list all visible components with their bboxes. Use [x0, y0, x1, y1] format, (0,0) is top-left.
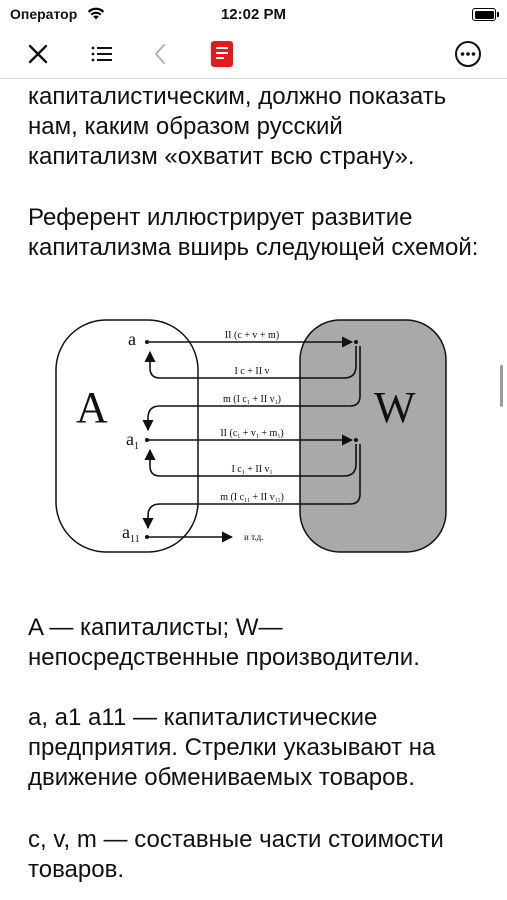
clock: 12:02 PM [220, 6, 287, 23]
text-line: товаров. [28, 856, 125, 883]
text-line: капитализма вширь следующей схемой: [28, 234, 479, 261]
node-a: a [128, 329, 136, 349]
node-a11: a11 [122, 522, 140, 545]
paragraph-4: a, a1 a11 — капиталистические предприяти… [28, 703, 488, 793]
text-line: капитализм «охватит всю страну». [28, 143, 415, 170]
close-icon [28, 44, 48, 64]
text-line: A — капиталисты; W— [28, 614, 283, 641]
paragraph-2: Референт иллюстрирует развитие капитализ… [28, 203, 498, 263]
paragraph-3: A — капиталисты; W— непосредственные про… [28, 613, 488, 673]
text-line: a, a1 a11 — капиталистические [28, 704, 378, 731]
arrow-4-label: II (c1 + v1 + m1) [220, 428, 283, 440]
arrow-6-label: m (I c11 + II v11) [220, 492, 284, 504]
reader-toolbar [0, 30, 507, 79]
label-w-box: W [374, 383, 416, 432]
arrow-2 [144, 346, 357, 379]
text-line: движение обмениваемых товаров. [28, 764, 415, 791]
more-icon [455, 41, 481, 67]
chevron-left-icon [155, 44, 165, 64]
text-line: Референт иллюстрирует развитие [28, 204, 413, 231]
status-bar: Оператор 12:02 PM [0, 0, 507, 30]
scroll-indicator[interactable] [500, 365, 503, 407]
carrier-label: Оператор [10, 6, 78, 22]
text-line: капиталистическим, должно показать [28, 83, 447, 110]
close-button[interactable] [22, 38, 54, 70]
bookmark-button[interactable] [206, 38, 238, 70]
arrow-3-label: m (I c1 + II v1) [223, 394, 281, 406]
battery-icon [472, 8, 499, 21]
contents-button[interactable] [86, 38, 118, 70]
paragraph-1: капиталистическим, должно показать нам, … [28, 82, 488, 172]
list-icon [91, 46, 112, 62]
capitalism-scheme-diagram: A W a a1 a11 II (c + v + m) I c + II v m… [55, 319, 447, 553]
arrow-3 [142, 346, 361, 432]
bookmark-icon [211, 41, 233, 67]
arrow-5 [144, 444, 357, 477]
arrow-2-label: I c + II v [234, 366, 269, 377]
back-button[interactable] [144, 38, 176, 70]
paragraph-5: c, v, m — составные части стоимости това… [28, 825, 488, 885]
arrow-5-label: I c1 + II v1 [231, 464, 272, 476]
wifi-icon [87, 7, 105, 20]
more-button[interactable] [452, 38, 484, 70]
arrow-6 [142, 444, 361, 530]
text-line: предприятия. Стрелки указывают на [28, 734, 436, 761]
arrow-1-label: II (c + v + m) [225, 330, 279, 341]
node-a1: a1 [126, 429, 139, 452]
text-line: c, v, m — составные части стоимости [28, 826, 444, 853]
box-producers [299, 319, 447, 553]
label-a-box: A [76, 383, 108, 432]
text-line: непосредственные производители. [28, 644, 420, 671]
etc-label: и т.д. [244, 532, 263, 542]
text-line: нам, каким образом русский [28, 113, 343, 140]
